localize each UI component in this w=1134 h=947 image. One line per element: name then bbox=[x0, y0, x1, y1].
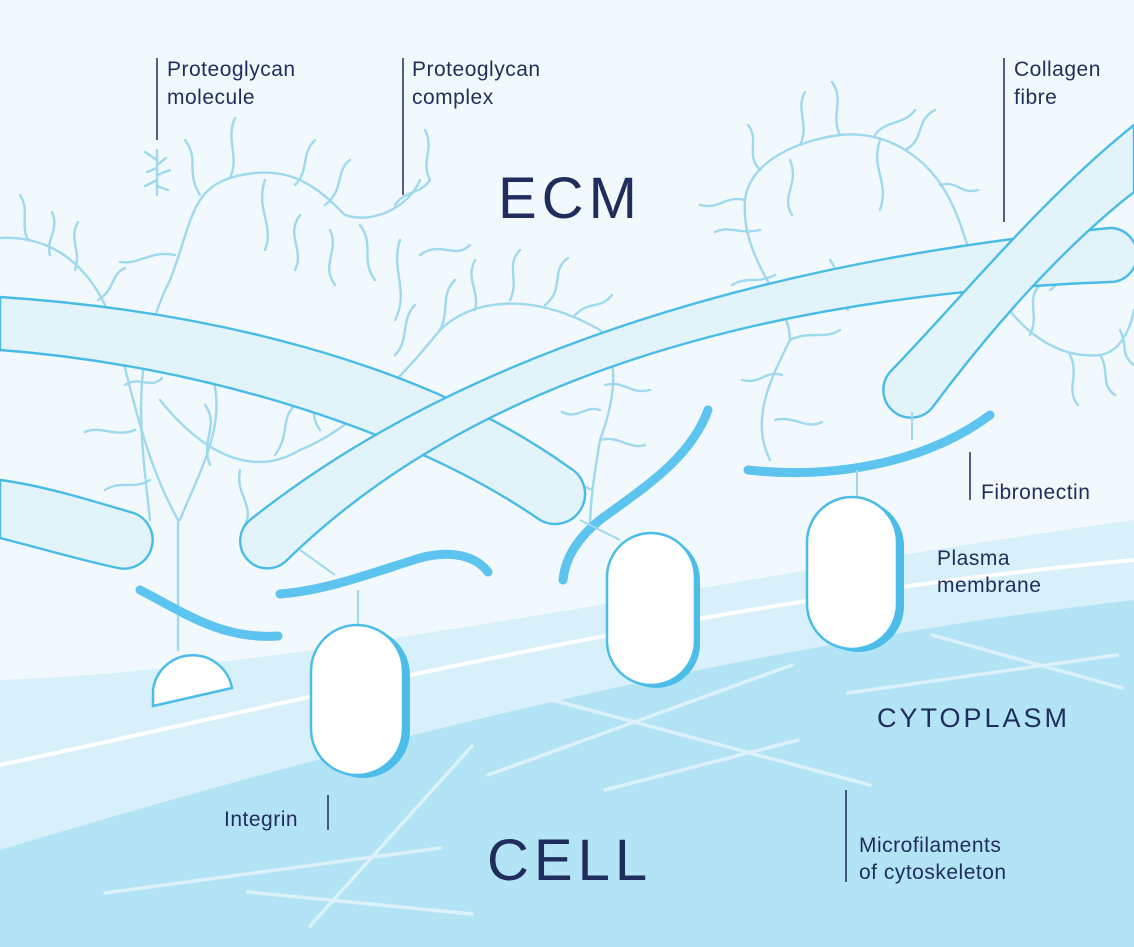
integrin-stems bbox=[299, 412, 913, 625]
membrane-white-line bbox=[0, 558, 1134, 767]
collagen-fibre-right bbox=[882, 123, 1134, 419]
cytoplasm-label: CYTOPLASM bbox=[877, 703, 1070, 733]
proteoglycan-complex-label: Proteoglycan complex bbox=[412, 58, 547, 109]
integrin-2 bbox=[605, 531, 697, 687]
cell-label: CELL bbox=[487, 828, 652, 893]
integrin-label: Integrin bbox=[224, 808, 298, 831]
cytoplasm-region bbox=[0, 600, 1134, 947]
leader-lines bbox=[156, 58, 1005, 882]
integrin-3 bbox=[805, 495, 899, 651]
microfilaments-label: Microfilaments of cytoskeleton bbox=[859, 834, 1008, 884]
fibronectin-strands bbox=[135, 405, 995, 641]
collagen-fibre-upper-left bbox=[0, 295, 587, 526]
receptor-half-dome bbox=[151, 653, 234, 708]
integrin-1 bbox=[309, 623, 405, 777]
fibronectin-label: Fibronectin bbox=[981, 481, 1090, 504]
ecm-label: ECM bbox=[498, 166, 642, 231]
proteoglycan-network bbox=[0, 80, 1134, 652]
collagen-fibre-left bbox=[0, 478, 154, 570]
collagen-fibre-label: Collagen fibre bbox=[1014, 58, 1107, 109]
plasma-membrane-label: Plasma membrane bbox=[937, 547, 1041, 597]
microfilaments bbox=[103, 633, 1124, 928]
integrins bbox=[309, 495, 904, 778]
proteoglycan-molecule-glyph bbox=[143, 148, 172, 197]
proteoglycan-molecule-label: Proteoglycan molecule bbox=[167, 58, 302, 109]
collagen-fibres bbox=[0, 123, 1134, 570]
